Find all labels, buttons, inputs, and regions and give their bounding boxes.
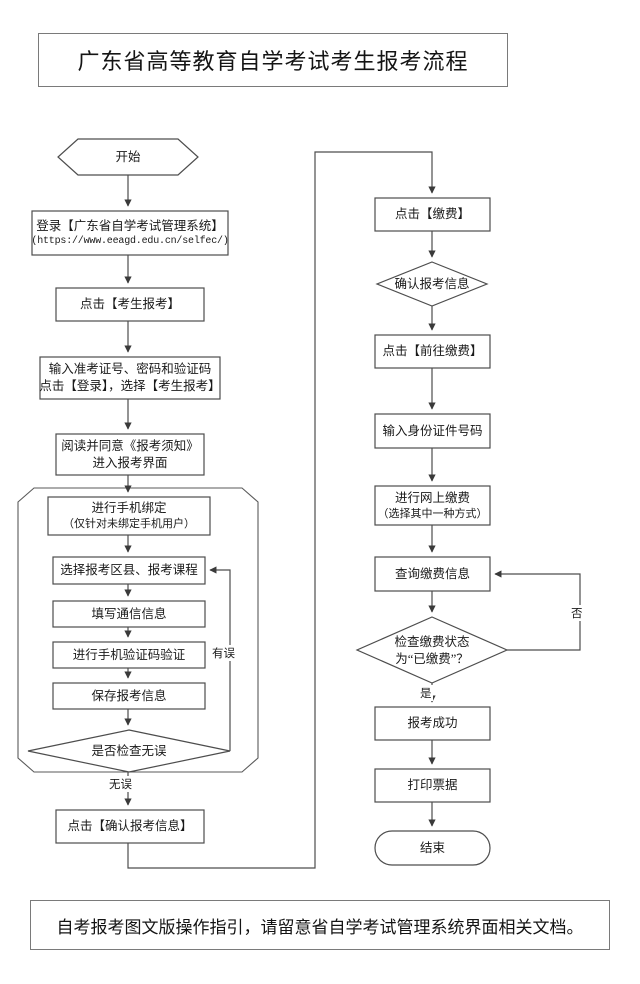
footer-banner: 自考报考图文版操作指引，请留意省自学考试管理系统界面相关文档。 <box>30 900 610 950</box>
node-enter-credentials-shape <box>39 356 221 400</box>
edge-confirm-info-to-click-pay <box>127 151 436 869</box>
node-select-course-shape <box>52 556 206 585</box>
node-click-apply-shape <box>55 287 205 322</box>
node-read-notice-shape <box>55 433 205 476</box>
node-confirm-apply-shape <box>375 261 489 307</box>
node-apply-success-shape <box>374 706 491 741</box>
node-go-pay-shape <box>374 334 491 369</box>
node-end-shape <box>374 830 491 866</box>
node-bind-phone-shape <box>47 496 211 536</box>
node-save-info-shape <box>52 682 206 710</box>
node-online-pay-shape <box>374 485 491 526</box>
node-click-pay-shape <box>374 197 491 232</box>
node-verify-sms-shape <box>52 641 206 669</box>
node-start-shape <box>57 138 199 176</box>
phone-binding-group-outline <box>17 487 259 773</box>
node-login-shape <box>31 210 229 256</box>
node-fill-contact-shape <box>52 600 206 628</box>
page-title: 广东省高等教育自学考试考生报考流程 <box>77 49 469 74</box>
node-confirm-info-shape <box>55 809 205 844</box>
edge-error-loop-back-to-select-course <box>209 566 231 751</box>
node-query-payment-shape <box>374 556 491 592</box>
edge-not-paid-loop-back-to-query-payment <box>494 570 581 651</box>
node-enter-id-shape <box>374 413 491 449</box>
footer-note: 自考报考图文版操作指引，请留意省自学考试管理系统界面相关文档。 <box>56 917 584 937</box>
title-banner: 广东省高等教育自学考试考生报考流程 <box>38 33 508 87</box>
node-check-decision-shape <box>27 729 231 773</box>
node-payment-status-shape <box>355 616 509 684</box>
node-print-receipt-shape <box>374 768 491 803</box>
